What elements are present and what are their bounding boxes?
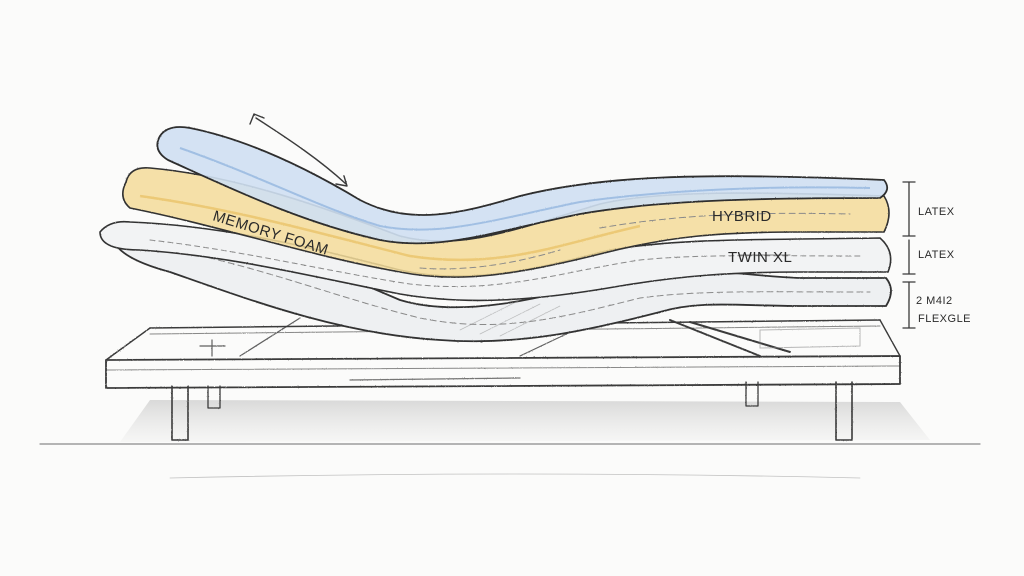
label-hybrid: HYBRID [712,208,772,225]
lift-arm [670,320,790,356]
label-latex-top: LATEX [918,206,955,218]
label-twin-xl: TWIN XL [728,249,792,266]
label-latex-mid: LATEX [918,249,955,261]
arrow-head-down [336,176,347,186]
label-size-code: 2 M4I2 [916,295,953,307]
ground-hatch [170,474,860,478]
dim-marker-mid [903,240,915,274]
frame-front-rail [106,356,900,388]
dim-marker-top [903,182,915,236]
floor-shadow [120,400,930,442]
motor-bar [350,378,520,380]
dim-marker-bottom [903,282,915,328]
floor [40,400,980,478]
label-flexible: FLEXGLE [918,313,971,325]
